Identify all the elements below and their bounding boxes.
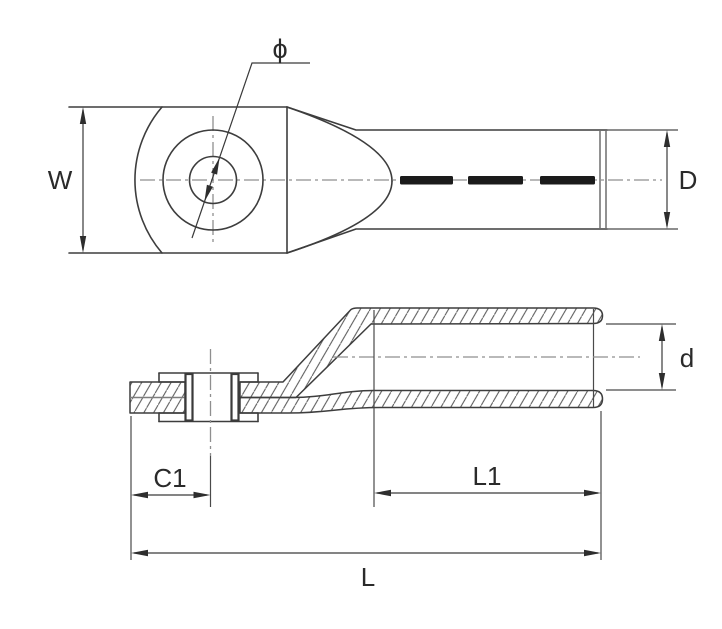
crimp-mark-bar-2 [468, 176, 523, 185]
dimension-d-outer: D [663, 130, 698, 229]
dimension-l: L [131, 549, 601, 592]
label-palm-width: W [48, 165, 73, 195]
label-barrel-length: L1 [473, 461, 502, 491]
barrel-bottom-edge [286, 228, 608, 254]
barrel-top-edge [286, 106, 608, 131]
hole-boss-washers [158, 372, 259, 423]
cone-upper-curve [286, 106, 393, 182]
dimension-d-inner: d [606, 323, 694, 391]
label-overall-length: L [361, 562, 375, 592]
dimension-l1: L1 [374, 461, 601, 497]
hole-wall-right [230, 372, 240, 422]
palm-rounded-end-arc [134, 106, 163, 254]
dimension-c1: C1 [131, 463, 211, 499]
crimp-mark-bar-1 [400, 176, 453, 185]
barrel-bottom-wall-section [239, 389, 604, 414]
cone-lower-curve [286, 180, 393, 254]
top-view: W D ϕ [48, 34, 698, 254]
side-section-view: d C1 L1 L [129, 307, 694, 592]
crimp-mark-bar-3 [540, 176, 595, 185]
label-barrel-inner-diameter: d [680, 343, 694, 373]
dimension-hole-diameter: ϕ [191, 34, 310, 239]
label-palm-offset: C1 [153, 463, 186, 493]
barrel-top-wall-section [239, 307, 604, 399]
label-hole-diameter: ϕ [272, 34, 287, 64]
palm-hole-circle [188, 155, 238, 205]
palm-boss-circle [162, 129, 264, 231]
label-barrel-outer-diameter: D [679, 165, 698, 195]
hole-wall-left [184, 372, 194, 422]
dimension-w: W [48, 107, 87, 253]
